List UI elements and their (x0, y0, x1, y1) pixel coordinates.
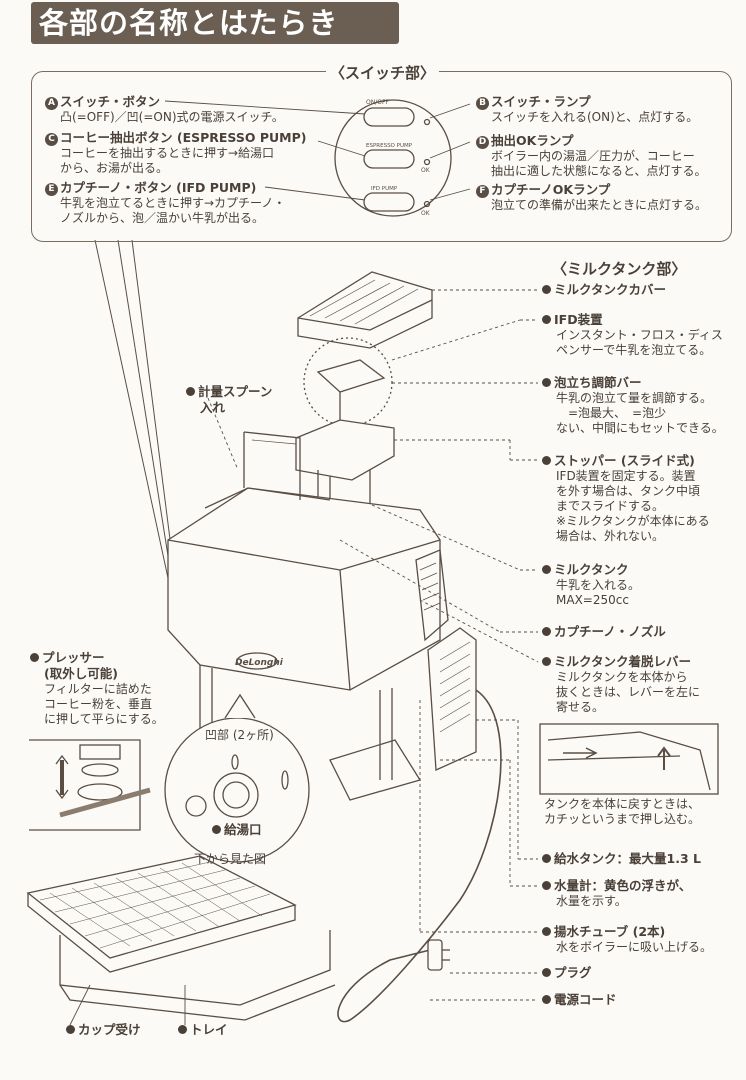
power-cord-label: 電源コード (542, 992, 617, 1008)
milk-item-tank: ミルクタンク 牛乳を入れる。 MAX=250cc (542, 562, 640, 608)
badge-d: D (476, 136, 489, 149)
pump-tube-label: 揚水チューブ (2本) 水をボイラーに吸い上げる。 (542, 924, 712, 955)
tank-return-note: タンクを本体に戻すときは、 カチッというまで押し込む。 (544, 797, 701, 826)
milk-item-froth-bar: 泡立ち調節バー 牛乳の泡立て量を調節する。 =泡最大、 =泡少 ない、中間にもセ… (542, 375, 724, 436)
milk-section-title: 〈ミルクタンク部〉 (548, 258, 691, 279)
badge-f: F (476, 185, 489, 198)
outlet-label: 給湯口 (212, 822, 262, 838)
brand-logo: DeLonghi (235, 658, 284, 668)
spoon-holder-label: 計量スプーン 入れ (186, 384, 272, 416)
badge-b: B (476, 97, 489, 110)
switch-section-title: 〈スイッチ部〉 (326, 62, 440, 83)
milk-item-cover: ミルクタンクカバー (542, 282, 666, 298)
panel-ok1-label: OK (421, 167, 431, 174)
water-gauge-label: 水量計：黄色の浮きが、 水量を示す。 (542, 878, 691, 909)
tray-label: トレイ (178, 1022, 228, 1038)
presser-label: プレッサー (取外し可能) フィルターに詰めた コーヒー粉を、垂直 に押して平ら… (30, 650, 164, 727)
plug-label: プラグ (542, 965, 592, 981)
badge-a: A (45, 97, 58, 110)
milk-item-stopper: ストッパー (スライド式) IFD装置を固定する。装置 を外す場合は、タンク中頃… (542, 453, 710, 544)
switch-panel-closeup (334, 99, 452, 217)
recess-label: 凹部 (2ヶ所) (205, 728, 274, 742)
page-title: 各部の名称とはたらき (31, 2, 399, 44)
panel-ok2-label: OK (421, 210, 431, 217)
milk-item-ifd: IFD装置 インスタント・フロス・ディス ペンサーで牛乳を泡立てる。 (542, 312, 723, 358)
panel-onoff-label: ON/OFF (366, 99, 389, 106)
milk-item-nozzle: カプチーノ・ノズル (542, 624, 666, 640)
panel-ifd-label: IFD PUMP (371, 186, 398, 192)
water-tank-label: 給水タンク：最大量1.3 L (542, 851, 701, 867)
cup-rest-label: カップ受け (66, 1022, 141, 1038)
milk-item-lever: ミルクタンク着脱レバー ミルクタンクを本体から 抜くときは、レバーを左に 寄せる… (542, 654, 700, 715)
panel-espresso-label: ESPRESSO PUMP (366, 143, 413, 149)
badge-e: E (45, 183, 58, 196)
badge-c: C (45, 133, 58, 146)
bottom-view-caption: 下から見た図 (194, 852, 267, 866)
